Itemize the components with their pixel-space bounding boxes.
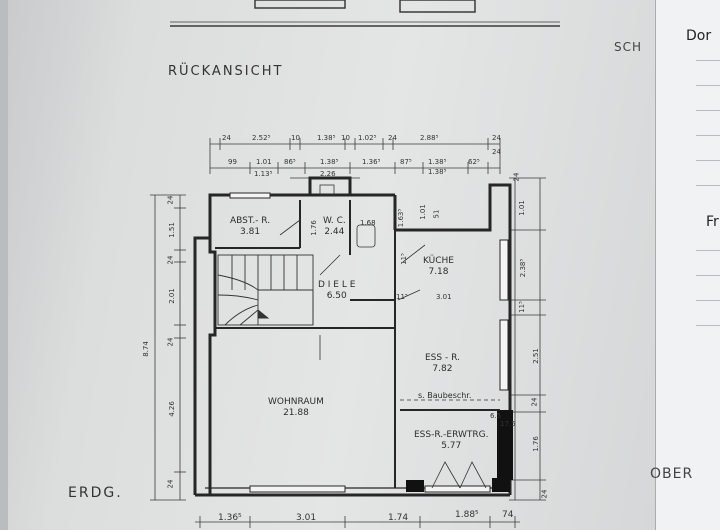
dim-right-2: 2.38⁵ <box>519 258 528 278</box>
room-wc: W. C.2.44 <box>323 216 346 237</box>
dim-left-3: 2.01 <box>167 288 176 304</box>
adjacent-sheet <box>655 0 720 530</box>
dim-top1-0: 24 <box>222 134 231 142</box>
dim-top1-3: 1.38⁵ <box>317 134 336 142</box>
plan-sheet <box>8 0 658 530</box>
dim-left-total: 8.74 <box>141 341 150 357</box>
dim-top2-2: 86⁵ <box>284 158 296 166</box>
small-room-area: 1.68 <box>360 219 376 227</box>
dim-inner-2: 1.01 <box>418 204 427 220</box>
right-edge-label-top: SCH <box>614 40 643 54</box>
dim-right-6: 1.76 <box>531 436 540 452</box>
dim-top3-2: 1.38⁵ <box>428 168 447 176</box>
dim-right-7: 24 <box>540 489 549 499</box>
room-abstellraum: ABST.- R.3.81 <box>230 216 271 237</box>
dim-left-0: 24 <box>166 195 175 205</box>
dim-inner-3: 51 <box>432 209 441 219</box>
dim-top1-6: 24 <box>388 134 397 142</box>
view-title: RÜCKANSICHT <box>168 64 284 79</box>
dim-right-1: 1.01 <box>517 200 526 216</box>
dim-inner-8: 17.5 <box>500 420 516 428</box>
room-essraum: ESS - R.7.82 <box>425 353 460 374</box>
dim-right-5: 24 <box>530 397 539 407</box>
dim-top2-5: 87⁵ <box>400 158 412 166</box>
dim-bottom-3: 1.88⁵ <box>455 510 479 520</box>
dim-bottom-1: 3.01 <box>296 513 317 523</box>
next-sheet-heading: Dor <box>686 28 712 44</box>
room-essraum-erweiterung: ESS-R.-ERWTRG.5.77 <box>414 430 489 451</box>
dim-right-4: 2.51 <box>531 348 540 364</box>
dim-left-2: 24 <box>166 255 175 265</box>
dim-bottom-4: 74 <box>502 510 514 520</box>
dim-inner-7: 6.5 <box>490 412 502 420</box>
dim-top2-1: 1.01 <box>256 158 272 166</box>
dim-left-4: 24 <box>166 337 175 347</box>
dim-top1-2: 10 <box>291 134 300 142</box>
note-baubeschreibung: s. Baubeschr. <box>418 391 472 400</box>
dim-top1-4: 10 <box>341 134 350 142</box>
dim-inner-6: 11⁵ <box>396 293 408 301</box>
dim-top1-5: 1.02⁵ <box>358 134 377 142</box>
dim-left-5: 4.26 <box>167 401 176 417</box>
dim-inner-0: 1.76 <box>309 220 318 236</box>
right-edge-label-bottom: OBER <box>650 466 694 482</box>
dim-inner-5: 3.01 <box>436 293 452 301</box>
dim-top1-8: 24 <box>492 134 501 142</box>
dim-top2-0: 99 <box>228 158 237 166</box>
next-sheet-subheading: Fr <box>706 214 719 230</box>
dim-left-6: 24 <box>166 479 175 489</box>
dim-top2-7: 62⁵ <box>468 158 480 166</box>
dim-inner-4: 11⁵ <box>399 253 408 265</box>
floor-label: ERDG. <box>68 485 123 501</box>
dim-top3-0: 1.13⁵ <box>254 170 273 178</box>
dim-top2-6: 1.38⁵ <box>428 158 447 166</box>
dim-inner-1: 1.63⁵ <box>397 208 406 228</box>
dim-bottom-0: 1.36⁵ <box>218 513 242 523</box>
dim-top2-8: 24 <box>492 148 501 156</box>
dim-top2-4: 1.36⁵ <box>362 158 381 166</box>
dim-bottom-2: 1.74 <box>388 513 409 523</box>
dim-top1-1: 2.52⁵ <box>252 134 271 142</box>
dim-top1-7: 2.88⁵ <box>420 134 439 142</box>
dim-right-3: 11⁵ <box>517 301 526 313</box>
dim-top3-1: 2.26 <box>320 170 336 178</box>
dim-right-0: 24 <box>512 172 521 182</box>
dim-top2-3: 1.38⁵ <box>320 158 339 166</box>
dim-left-1: 1.51 <box>167 222 176 238</box>
